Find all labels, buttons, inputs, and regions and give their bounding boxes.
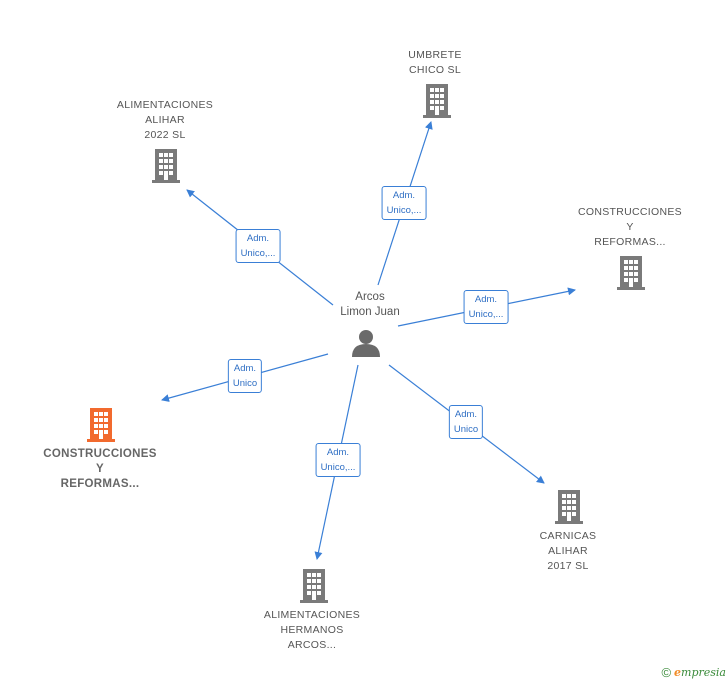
relation-label-carnicas-alihar[interactable]: Adm.Unico — [448, 405, 484, 439]
building-icon[interactable] — [87, 408, 115, 442]
building-icon[interactable] — [300, 569, 328, 603]
building-icon[interactable] — [423, 84, 451, 118]
relation-label-umbrete-chico[interactable]: Adm.Unico,... — [381, 186, 427, 220]
relation-label-alimentaciones-alihar[interactable]: Adm.Unico,... — [235, 229, 281, 263]
building-icon[interactable] — [555, 490, 583, 524]
copyright-symbol: © — [661, 665, 672, 680]
person-icon[interactable] — [352, 330, 380, 357]
relation-label-alimentaciones-hermanos-arcos[interactable]: Adm.Unico,... — [315, 443, 361, 477]
building-icon[interactable] — [617, 256, 645, 290]
empresia-logo: empresia — [674, 666, 726, 679]
footer-brand: © empresia — [661, 665, 726, 680]
relation-label-construcciones-reformas-main[interactable]: Adm.Unico — [227, 359, 263, 393]
relation-label-construcciones-reformas-right[interactable]: Adm.Unico,... — [463, 290, 509, 324]
building-icon[interactable] — [152, 149, 180, 183]
